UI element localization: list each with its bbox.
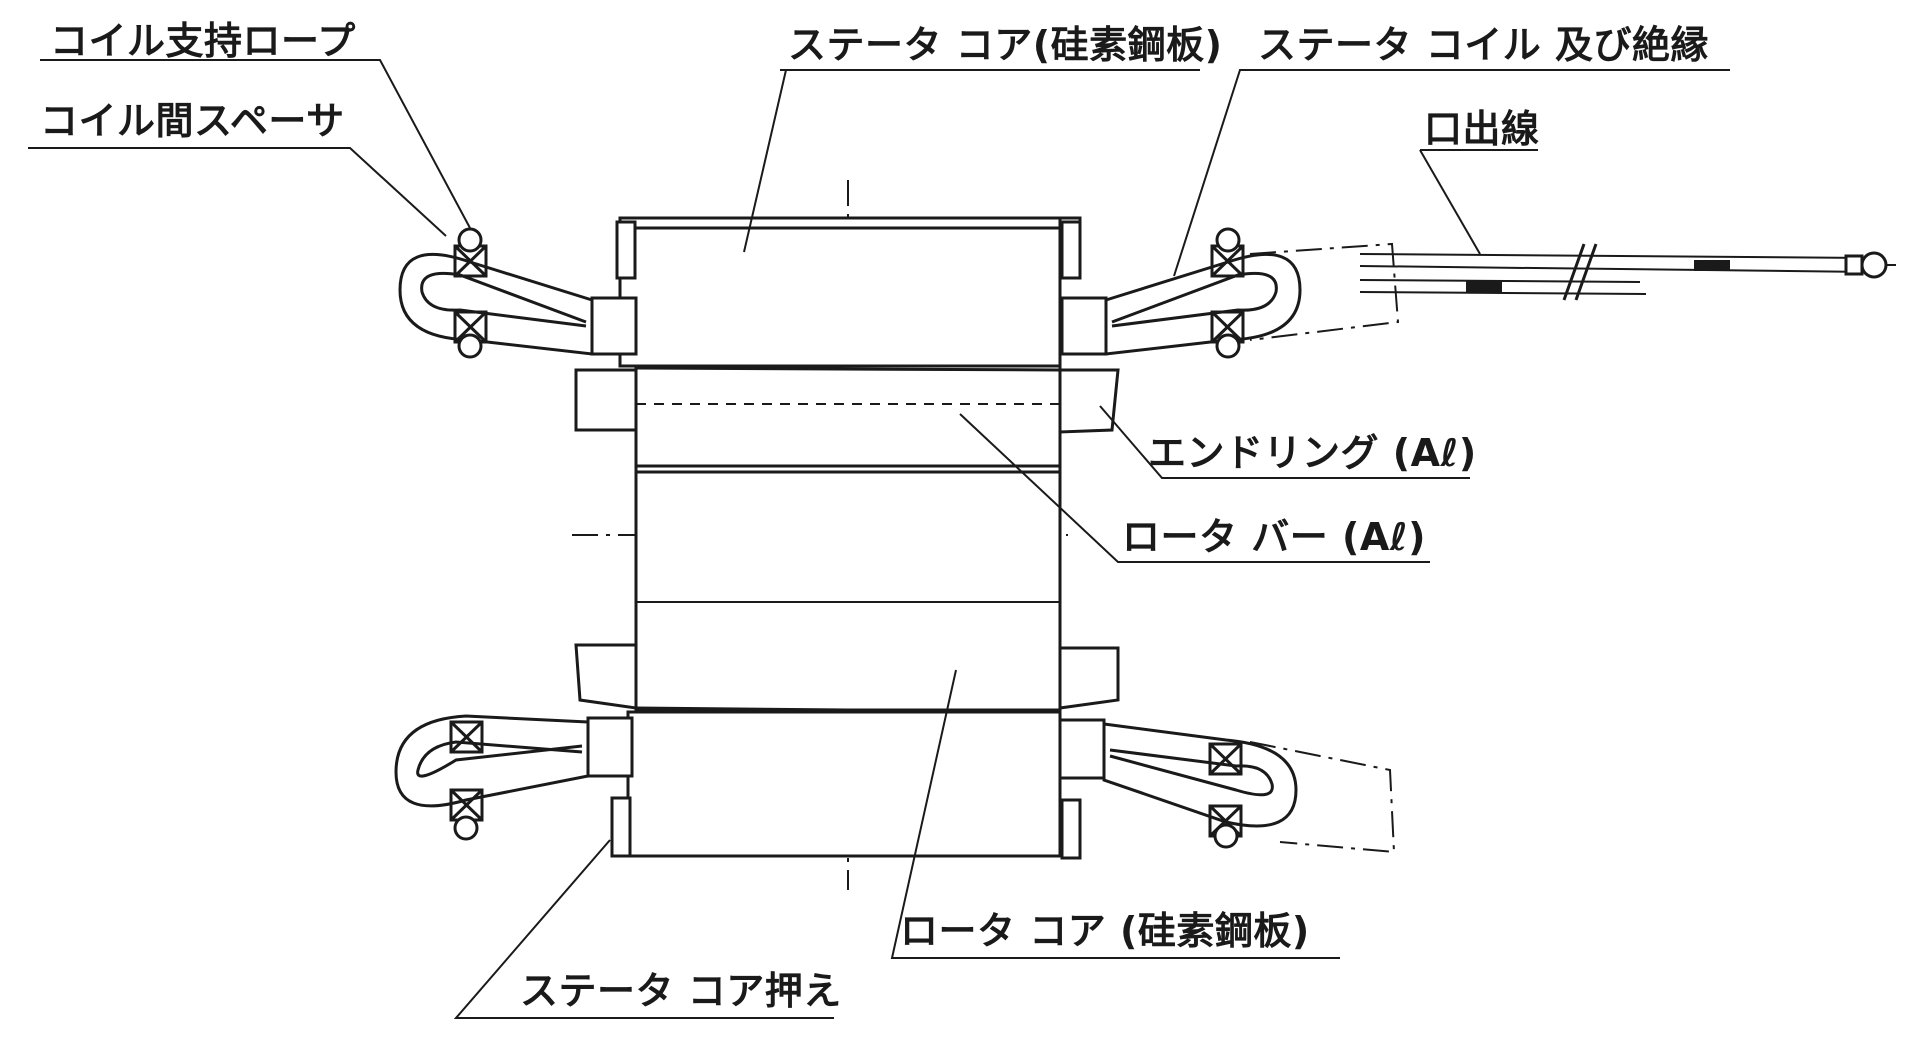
leader-coil-spacer <box>28 147 447 237</box>
leader-lines <box>28 59 1730 1019</box>
end-ring-top <box>574 368 1120 434</box>
leader-stator-core <box>743 69 787 253</box>
stator-core-bottom <box>586 710 1106 860</box>
leader-rotor-core <box>890 669 1340 959</box>
stator-coil-bottom-left <box>394 714 590 841</box>
stator-coil-top-right <box>1104 227 1400 359</box>
leader-stator-coil <box>1173 69 1730 277</box>
stator-coil-bottom-right <box>1102 722 1396 854</box>
lead-wire <box>1359 243 1896 301</box>
rotor-core <box>634 364 1062 714</box>
label-end-ring: エンドリング (Aℓ) <box>1148 431 1477 475</box>
label-coil-support-rope: コイル支持ロープ <box>50 19 356 63</box>
label-rotor-bar: ロータ バー (Aℓ) <box>1122 515 1427 559</box>
label-rotor-core: ロータ コア (硅素鋼板) <box>900 909 1310 953</box>
leader-end-ring <box>1099 405 1470 479</box>
stator-core-top <box>590 216 1108 368</box>
label-stator-core: ステータ コア(硅素鋼板) <box>788 23 1223 67</box>
label-lead-wire: 口出線 <box>1424 107 1540 151</box>
end-ring-bottom <box>574 643 1120 710</box>
label-stator-core-clamp: ステータ コア押え <box>520 969 842 1013</box>
label-coil-spacer: コイル間スペーサ <box>40 99 345 143</box>
leader-lead-wire <box>1419 149 1481 255</box>
leader-rotor-bar <box>959 413 1430 563</box>
leader-stator-core-clamp <box>453 839 834 1019</box>
stator-coil-top-left <box>398 227 594 359</box>
label-stator-coil: ステータ コイル 及び絶縁 <box>1258 23 1709 67</box>
leader-coil-support-rope <box>40 59 471 229</box>
